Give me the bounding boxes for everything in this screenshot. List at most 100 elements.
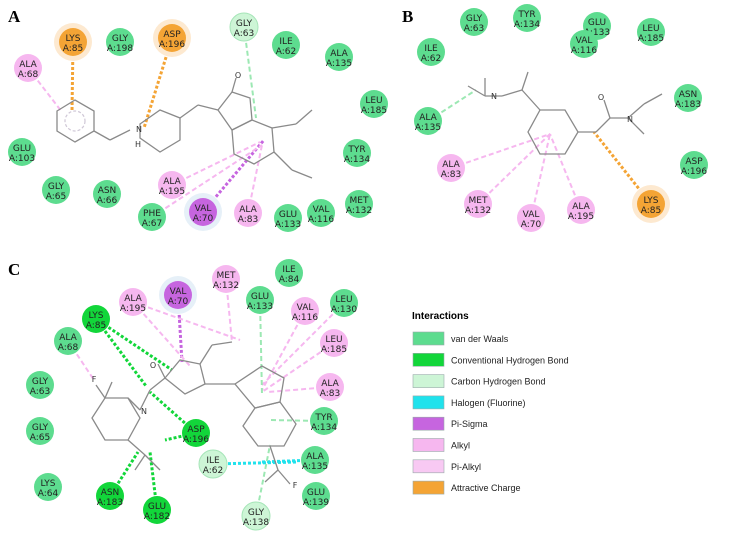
- residue-circle: [460, 8, 488, 36]
- residue-number: A:132: [465, 206, 491, 216]
- atom-label: H: [135, 140, 141, 149]
- residue-circle: [14, 54, 42, 82]
- legend-swatch: [412, 480, 445, 495]
- residue-circle: [291, 297, 319, 325]
- residue-circle: [307, 199, 335, 227]
- residue-number: A:63: [234, 29, 254, 39]
- residue-circle: [158, 24, 186, 52]
- interaction-line: [132, 301, 241, 341]
- residue-circle: [234, 199, 262, 227]
- legend-label: Alkyl: [451, 441, 470, 451]
- residue-name: ILE: [282, 265, 296, 275]
- residue-number: A:70: [193, 214, 214, 224]
- residue-name: ALA: [59, 333, 77, 343]
- residue-circle: [212, 265, 240, 293]
- residue-circle: [320, 329, 348, 357]
- legend-title: Interactions: [412, 311, 469, 322]
- residue-name: MET: [217, 271, 236, 281]
- residue-circle: [93, 180, 121, 208]
- legend-item: van der Waals: [412, 331, 509, 346]
- interaction-line: [243, 26, 257, 119]
- residue-number: A:66: [97, 196, 118, 206]
- residue-circle: [42, 176, 70, 204]
- residue-circle: [360, 90, 388, 118]
- residue-circle: [637, 18, 665, 46]
- residue-circle: [674, 84, 702, 112]
- residue-name: ASN: [101, 488, 120, 498]
- interaction-line: [259, 299, 263, 396]
- residue-circle: [275, 259, 303, 287]
- residue-circle: [229, 12, 259, 42]
- residue-number: A:68: [58, 343, 79, 353]
- atom-label: O: [235, 71, 241, 80]
- residue-circle: [158, 171, 186, 199]
- ligand-structure-a: N H O: [56, 71, 313, 179]
- residue-circle: [345, 190, 373, 218]
- atom-label: N: [141, 407, 147, 416]
- residue-circle: [437, 154, 465, 182]
- residue-name: LYS: [643, 196, 658, 206]
- residue-number: A:135: [302, 462, 328, 472]
- residue-circle: [302, 482, 330, 510]
- atom-label: N: [491, 92, 497, 101]
- interaction-line: [94, 318, 148, 387]
- residue-name: GLU: [148, 502, 166, 512]
- residue-number: A:182: [144, 512, 170, 522]
- legend-label: Halogen (Fluorine): [451, 398, 526, 408]
- residue-circle: [343, 139, 371, 167]
- residue-number: A:65: [46, 192, 66, 202]
- legend-item: Attractive Charge: [412, 480, 521, 495]
- atom-label: O: [598, 93, 604, 102]
- legend-label: Attractive Charge: [451, 483, 521, 493]
- residue-number: A:196: [159, 40, 185, 50]
- residue-number: A:185: [321, 345, 347, 355]
- residue-name: LEU: [642, 24, 659, 34]
- residue-name: GLY: [236, 19, 253, 29]
- residue-name: VAL: [576, 36, 593, 46]
- residue-name: VAL: [297, 303, 314, 313]
- residue-name: ALA: [163, 177, 181, 187]
- residue-number: A:198: [107, 44, 133, 54]
- residue-name: GLY: [32, 377, 49, 387]
- ligand-structure-b: N O N: [467, 71, 663, 155]
- legend-swatch: [412, 352, 445, 367]
- residue-number: A:130: [331, 305, 357, 315]
- residue-name: PHE: [143, 209, 161, 219]
- residue-number: A:62: [276, 47, 296, 57]
- residue-name: ALA: [239, 205, 257, 215]
- residue-number: A:64: [38, 489, 59, 499]
- residue-circle: [637, 190, 665, 218]
- legend-item: Pi-Sigma: [412, 416, 488, 431]
- residue-circle: [330, 289, 358, 317]
- residue-number: A:85: [63, 44, 83, 54]
- residue-circle: [26, 371, 54, 399]
- residue-name: MET: [350, 196, 369, 206]
- residue-number: A:84: [279, 275, 300, 285]
- legend-swatch: [412, 395, 445, 410]
- residue-name: LEU: [335, 295, 352, 305]
- residue-number: A:183: [675, 100, 701, 110]
- residue-name: ALA: [330, 49, 348, 59]
- interaction-line: [261, 342, 335, 393]
- residue-name: GLU: [279, 210, 297, 220]
